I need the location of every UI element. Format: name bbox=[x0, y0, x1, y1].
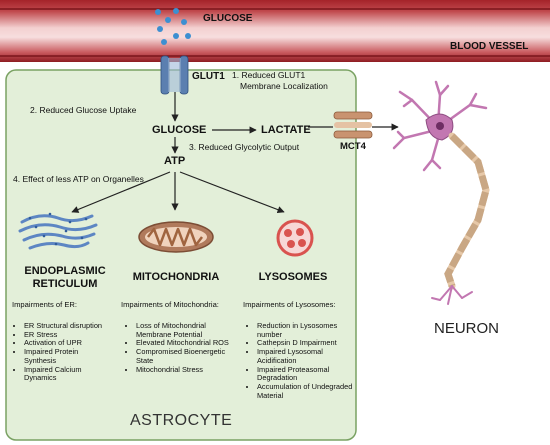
lyso-impairments-list: Reduction in Lysosomes number Cathepsin … bbox=[247, 321, 357, 401]
list-item: Elevated Mitochondrial ROS bbox=[136, 339, 240, 348]
list-item: Reduction in Lysosomes number bbox=[257, 321, 357, 339]
step2-label: 2. Reduced Glucose Uptake bbox=[30, 105, 137, 115]
list-item: Impaired Proteasomal Degradation bbox=[257, 365, 357, 383]
er-impairments-list: ER Structural disruption ER Stress Activ… bbox=[14, 321, 110, 383]
er-title-line1: ENDOPLASMIC bbox=[24, 265, 106, 277]
mct4-channel-icon bbox=[333, 111, 373, 139]
step3-label: 3. Reduced Glycolytic Output bbox=[189, 142, 300, 152]
list-item: Activation of UPR bbox=[24, 339, 110, 348]
list-item: Cathepsin D Impairment bbox=[257, 339, 357, 348]
blood-vessel bbox=[0, 0, 550, 62]
er-title-line2: RETICULUM bbox=[32, 277, 98, 290]
mitochondria-icon bbox=[138, 221, 214, 253]
list-item: Mitochondrial Stress bbox=[136, 365, 240, 375]
mito-impairments-title: Impairments of Mitochondria: bbox=[121, 300, 219, 309]
glut1-label: GLUT1 bbox=[192, 71, 225, 82]
mito-impairments-list: Loss of Mitochondrial Membrane Potential… bbox=[126, 321, 240, 375]
list-item: Accumulation of Undegraded Material bbox=[257, 382, 357, 400]
neuron-icon bbox=[392, 80, 490, 305]
astrocyte-label: ASTROCYTE bbox=[130, 412, 233, 429]
list-item: ER Stress bbox=[24, 330, 110, 340]
mito-title: MITOCHONDRIA bbox=[132, 271, 220, 283]
list-item: ER Structural disruption bbox=[24, 321, 110, 331]
blood-vessel-label: BLOOD VESSEL bbox=[450, 41, 529, 52]
list-item: Impaired Protein Synthesis bbox=[24, 347, 110, 365]
neuron-label: NEURON bbox=[434, 320, 500, 337]
lyso-impairments-title: Impairments of Lysosomes: bbox=[243, 300, 336, 309]
list-item: Compromised Bioenergetic State bbox=[136, 347, 240, 365]
list-item: Impaired Calcium Dynamics bbox=[24, 365, 110, 383]
glucose-dots-icon bbox=[155, 8, 191, 45]
step1-line2: Membrane Localization bbox=[240, 81, 328, 91]
er-icon bbox=[18, 212, 98, 250]
er-impairments-title: Impairments of ER: bbox=[12, 300, 77, 309]
er-title: ENDOPLASMIC RETICULUM bbox=[10, 265, 120, 290]
lysosome-icon bbox=[276, 219, 314, 257]
list-item: Impaired Lysosomal Acidification bbox=[257, 347, 357, 365]
glut1-channel-icon bbox=[160, 55, 189, 95]
lactate-label: LACTATE bbox=[261, 124, 311, 136]
lyso-title: LYSOSOMES bbox=[258, 271, 328, 283]
glucose-label: GLUCOSE bbox=[152, 124, 207, 136]
step4-label: 4. Effect of less ATP on Organelles bbox=[13, 174, 144, 184]
atp-label: ATP bbox=[164, 155, 186, 167]
glucose-in-blood-label: GLUCOSE bbox=[203, 13, 253, 24]
step1-line1: 1. Reduced GLUT1 bbox=[232, 70, 306, 80]
list-item: Loss of Mitochondrial Membrane Potential bbox=[136, 321, 240, 339]
mct4-label: MCT4 bbox=[340, 141, 366, 152]
